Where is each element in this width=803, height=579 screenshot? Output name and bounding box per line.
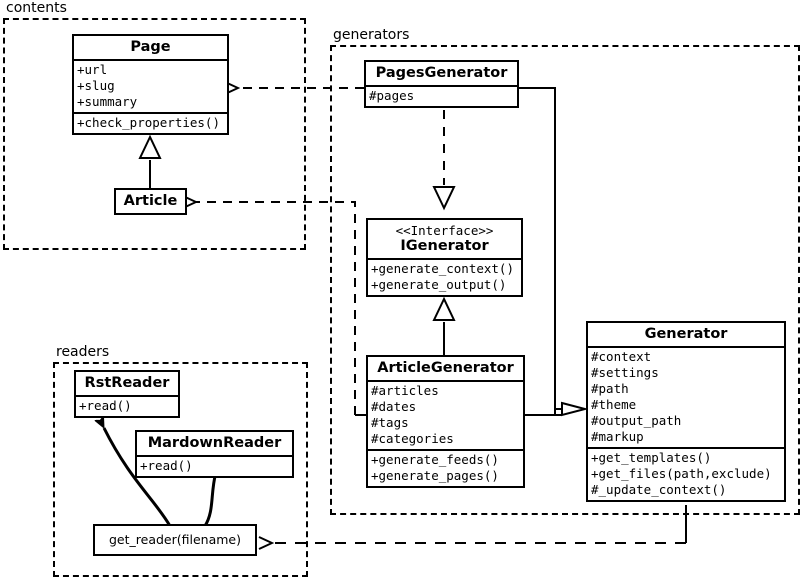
operation: +get_files(path,exclude) xyxy=(591,466,772,481)
class-article-name: Article xyxy=(123,193,178,209)
attribute: #markup xyxy=(591,429,644,444)
class-mardown-reader-operations: +read() xyxy=(137,457,292,476)
attribute: #dates xyxy=(371,399,417,414)
class-page[interactable]: Page +url +slug +summary +check_properti… xyxy=(72,34,229,135)
attribute: #categories xyxy=(371,431,454,446)
class-generator-attributes: #context #settings #path #theme #output_… xyxy=(588,348,784,449)
class-mardown-reader-header: MardownReader xyxy=(137,432,292,457)
class-rst-reader-operations: +read() xyxy=(76,397,178,416)
package-readers-label: readers xyxy=(54,344,112,360)
operation: +read() xyxy=(79,398,132,413)
class-igenerator-header: <<Interface>> IGenerator xyxy=(368,220,521,260)
package-contents xyxy=(3,18,306,250)
class-pages-generator-attributes: #pages xyxy=(366,87,517,106)
attribute: +slug xyxy=(77,78,115,93)
attribute: #output_path xyxy=(591,413,682,428)
operation: #_update_context() xyxy=(591,482,727,497)
package-contents-label: contents xyxy=(4,0,69,16)
attribute: +url xyxy=(77,62,108,77)
operation: +generate_pages() xyxy=(371,468,499,483)
class-mardown-reader[interactable]: MardownReader +read() xyxy=(135,430,294,478)
class-page-header: Page xyxy=(74,36,227,61)
operation: +generate_output() xyxy=(371,277,507,292)
attribute: #tags xyxy=(371,415,409,430)
attribute: #theme xyxy=(591,397,637,412)
package-readers xyxy=(53,362,308,577)
class-generator[interactable]: Generator #context #settings #path #them… xyxy=(586,321,786,502)
class-article-generator-operations: +generate_feeds() +generate_pages() xyxy=(368,451,523,486)
class-article[interactable]: Article xyxy=(114,188,187,215)
class-generator-operations: +get_templates() +get_files(path,exclude… xyxy=(588,449,784,500)
class-igenerator-operations: +generate_context() +generate_output() xyxy=(368,260,521,295)
operation: +check_properties() xyxy=(77,115,220,130)
class-page-name: Page xyxy=(130,39,171,55)
class-generator-name: Generator xyxy=(644,326,728,342)
class-page-operations: +check_properties() xyxy=(74,114,227,133)
class-page-attributes: +url +slug +summary xyxy=(74,61,227,114)
class-generator-header: Generator xyxy=(588,323,784,348)
function-get-reader-label: get_reader(filename) xyxy=(109,532,241,547)
class-igenerator[interactable]: <<Interface>> IGenerator +generate_conte… xyxy=(366,218,523,297)
class-article-header: Article xyxy=(116,190,185,213)
class-mardown-reader-name: MardownReader xyxy=(147,435,282,451)
class-igenerator-name: IGenerator xyxy=(400,238,489,254)
attribute: #context xyxy=(591,349,652,364)
attribute: #path xyxy=(591,381,629,396)
class-rst-reader-header: RstReader xyxy=(76,372,178,397)
class-pages-generator[interactable]: PagesGenerator #pages xyxy=(364,60,519,108)
attribute: #pages xyxy=(369,88,415,103)
class-rst-reader[interactable]: RstReader +read() xyxy=(74,370,180,418)
class-article-generator[interactable]: ArticleGenerator #articles #dates #tags … xyxy=(366,355,525,488)
operation: +get_templates() xyxy=(591,450,712,465)
operation: +read() xyxy=(140,458,193,473)
attribute: #articles xyxy=(371,383,439,398)
operation: +generate_context() xyxy=(371,261,514,276)
class-pages-generator-name: PagesGenerator xyxy=(375,65,508,81)
attribute: +summary xyxy=(77,94,138,109)
class-igenerator-stereotype: <<Interface>> xyxy=(395,223,494,238)
operation: +generate_feeds() xyxy=(371,452,499,467)
class-pages-generator-header: PagesGenerator xyxy=(366,62,517,87)
class-article-generator-name: ArticleGenerator xyxy=(377,360,514,376)
attribute: #settings xyxy=(591,365,659,380)
class-rst-reader-name: RstReader xyxy=(84,375,170,391)
class-article-generator-header: ArticleGenerator xyxy=(368,357,523,382)
function-get-reader[interactable]: get_reader(filename) xyxy=(93,524,257,556)
class-article-generator-attributes: #articles #dates #tags #categories xyxy=(368,382,523,451)
package-generators-label: generators xyxy=(331,27,412,43)
